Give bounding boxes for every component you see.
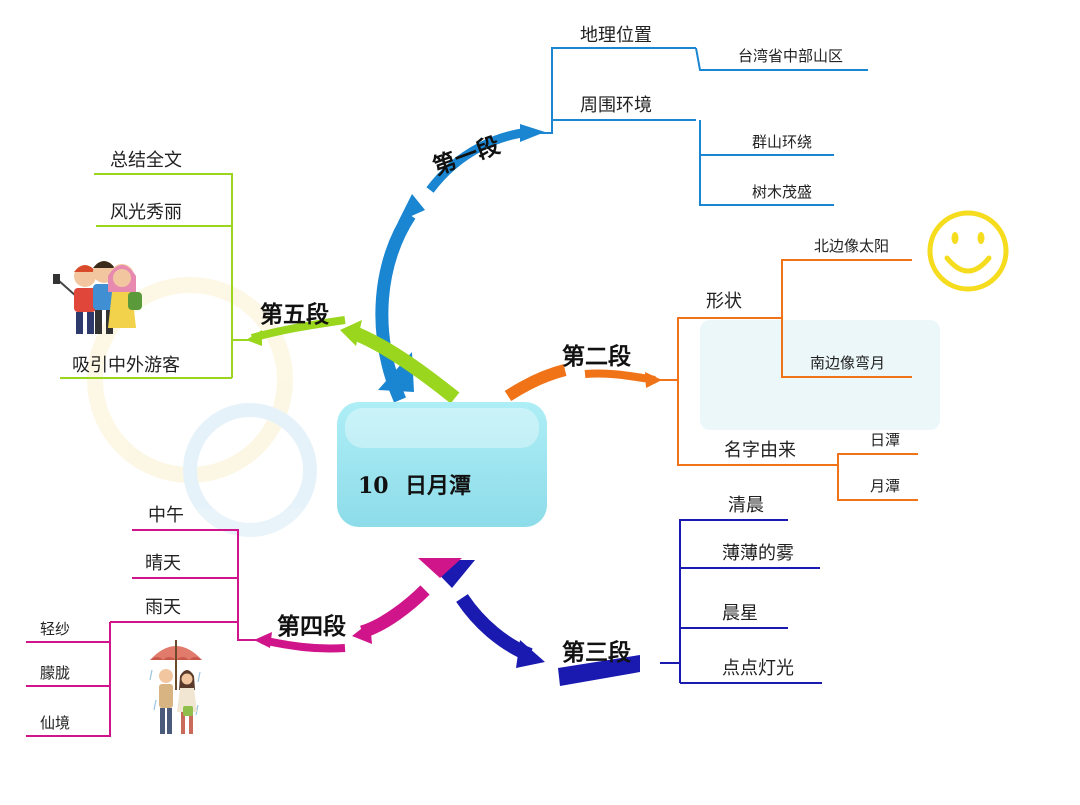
branch4-tree	[26, 529, 270, 737]
branch3-item-morning: 清晨	[728, 495, 764, 516]
branch5-item-tourists: 吸引中外游客	[72, 355, 180, 376]
branch2-label: 第二段	[562, 343, 631, 370]
branch4-rain-fairyland: 仙境	[40, 714, 70, 732]
branch2-shape-north: 北边像太阳	[814, 237, 889, 255]
branch1-env-mountains: 群山环绕	[752, 133, 812, 151]
branch3-item-stars: 晨星	[722, 603, 758, 624]
branch1-env-trees: 树木茂盛	[752, 183, 812, 201]
center-title: 日月潭	[405, 473, 471, 499]
branch3-tree	[660, 519, 822, 684]
branch1-item-environment: 周围环境	[580, 95, 652, 116]
center-node: 10 日月潭	[337, 402, 547, 527]
branch5-item-summary: 总结全文	[110, 150, 182, 171]
branch5-item-scenery: 风光秀丽	[110, 202, 182, 223]
branch2-item-name-origin: 名字由来	[724, 440, 796, 461]
branch4-rain-veil: 轻纱	[40, 620, 70, 638]
branch1-item-location: 地理位置	[580, 25, 652, 46]
couple-umbrella-icon	[149, 640, 202, 734]
branch4-item-sunny: 晴天	[145, 553, 181, 574]
branch2-shape-south: 南边像弯月	[810, 354, 885, 372]
branch2-connector	[504, 364, 662, 402]
branch2-name-sun-lake: 日潭	[870, 431, 900, 449]
branch1-tree	[533, 47, 868, 206]
branch4-item-rainy: 雨天	[145, 597, 181, 618]
branch4-item-noon: 中午	[148, 505, 184, 526]
branch3-connector	[425, 560, 640, 686]
branch2-item-shape: 形状	[706, 291, 742, 312]
branch5-connector	[246, 316, 460, 404]
branch3-item-lights: 点点灯光	[722, 658, 794, 679]
branch4-rain-hazy: 朦胧	[40, 664, 70, 682]
branch1-location-detail: 台湾省中部山区	[738, 47, 843, 65]
smiley-face-icon	[927, 210, 1009, 292]
branch2-tree	[660, 259, 918, 501]
center-number: 10	[358, 473, 389, 499]
branch4-connector	[254, 558, 462, 653]
watermark	[87, 277, 940, 537]
branch5-tree	[60, 173, 252, 379]
branch1-label: 第一段	[429, 132, 503, 181]
tourists-selfie-icon	[53, 261, 142, 334]
branch3-item-mist: 薄薄的雾	[722, 543, 794, 564]
branch4-label: 第四段	[277, 613, 346, 640]
branch5-label: 第五段	[260, 301, 329, 328]
branch2-name-moon-lake: 月潭	[870, 477, 900, 495]
branch3-label: 第三段	[562, 639, 631, 666]
